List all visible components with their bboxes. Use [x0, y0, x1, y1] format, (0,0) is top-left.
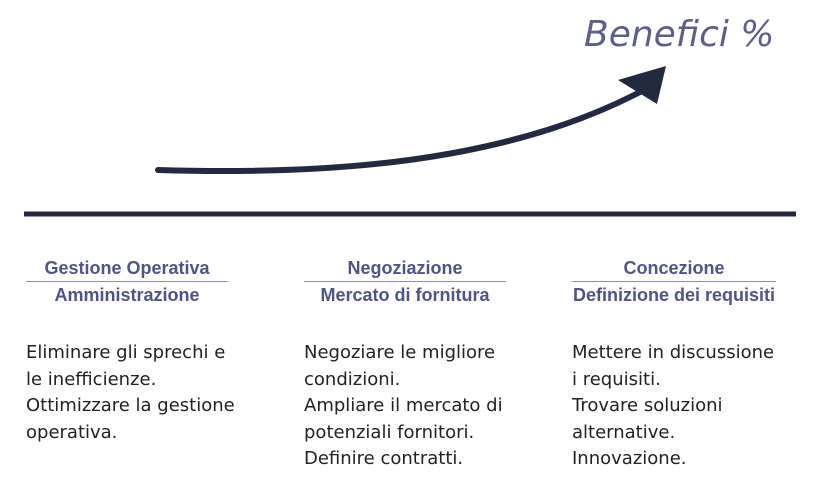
description-line: le inefficienze. — [26, 368, 157, 390]
heading-divider — [572, 281, 776, 282]
description-line: operativa. — [26, 421, 118, 443]
column-negoziazione: Negoziazione Mercato di fornitura Negozi… — [304, 256, 506, 469]
description-line: Eliminare gli sprechi e — [26, 342, 226, 363]
column-gestione-operativa: Gestione Operativa Amministrazione Elimi… — [26, 256, 235, 443]
column-heading-secondary: Mercato di fornitura — [320, 285, 490, 305]
benefits-title: Benefici % — [584, 14, 775, 55]
column-description: Eliminare gli sprechi e le inefficienze.… — [26, 340, 235, 446]
description-line: condizioni. — [304, 368, 401, 390]
column-heading-primary: Concezione — [623, 258, 725, 278]
growth-arrow-curve — [155, 89, 643, 175]
column-heading: Concezione Definizione dei requisiti — [572, 256, 776, 307]
description-line: Mettere in discussione — [572, 342, 775, 363]
column-description: Mettere in discussione i requisiti. Trov… — [572, 340, 774, 473]
heading-divider — [304, 281, 506, 282]
column-concezione: Concezione Definizione dei requisiti Met… — [572, 256, 776, 469]
column-heading-secondary: Definizione dei requisiti — [572, 285, 776, 305]
growth-arrow-head — [618, 66, 666, 104]
description-line: alternative. — [572, 421, 676, 443]
column-heading-primary: Negoziazione — [347, 258, 463, 278]
description-line: Innovazione. — [572, 448, 687, 469]
column-heading-secondary: Amministrazione — [54, 285, 200, 305]
column-description: Negoziare le migliore condizioni. Amplia… — [304, 340, 503, 473]
description-line: i requisiti. — [572, 368, 661, 390]
column-heading: Negoziazione Mercato di fornitura — [304, 256, 506, 307]
description-line: Definire contratti. — [304, 448, 464, 469]
heading-divider — [26, 281, 228, 282]
description-line: Negoziare le migliore — [304, 342, 496, 363]
description-line: Ottimizzare la gestione — [26, 395, 235, 416]
description-line: Ampliare il mercato di — [304, 395, 503, 416]
column-heading: Gestione Operativa Amministrazione — [26, 256, 228, 307]
description-line: Trovare soluzioni — [572, 395, 723, 416]
column-heading-primary: Gestione Operativa — [44, 258, 210, 278]
description-line: potenziali fornitori. — [304, 421, 475, 443]
